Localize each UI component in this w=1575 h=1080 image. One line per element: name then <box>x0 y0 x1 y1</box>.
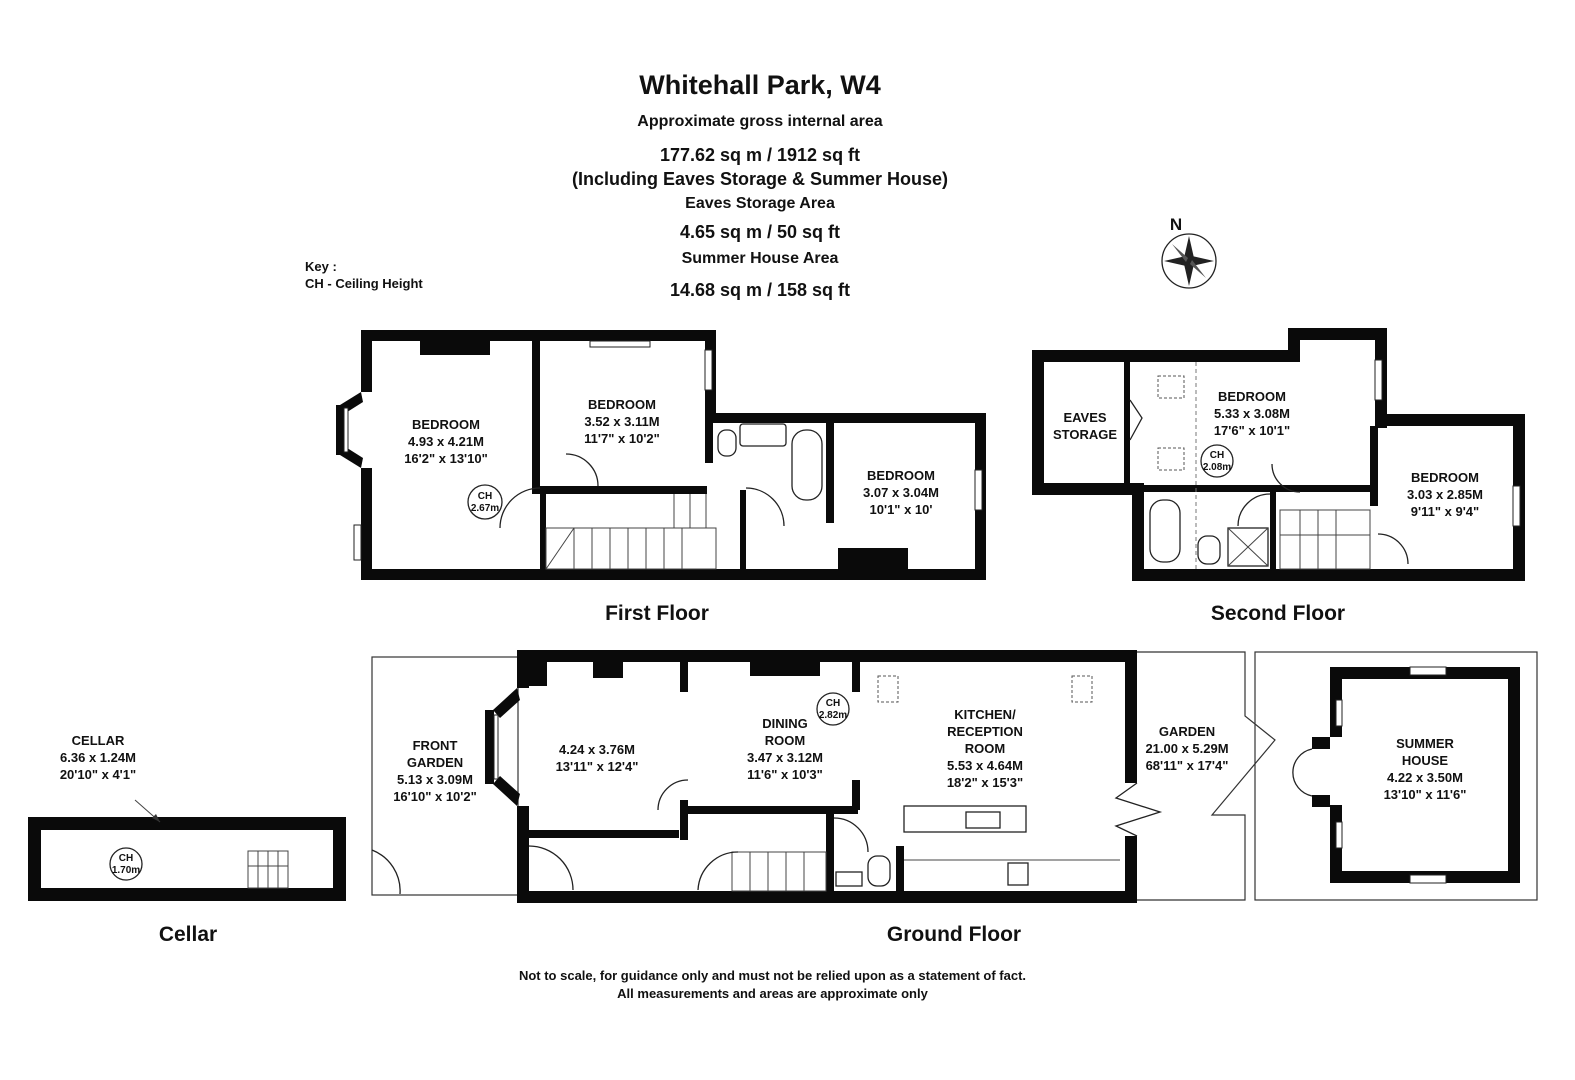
sf-eaves-name-1: EAVES <box>1063 410 1106 425</box>
summer-area-value: 14.68 sq m / 158 sq ft <box>669 280 851 300</box>
ground-floor-label: Ground Floor <box>887 923 1021 946</box>
sf-ch-label: CH <box>1210 450 1224 461</box>
gf-garden-imperial: 68'11" x 17'4" <box>1146 758 1229 773</box>
sf-bedroom-2-imperial: 9'11" x 9'4" <box>1411 504 1479 519</box>
gf-ch-value: 2.82m <box>819 710 847 721</box>
sf-bedroom-1-metric: 5.33 x 3.08M <box>1214 406 1290 421</box>
cellar-floor-label: Cellar <box>159 923 217 946</box>
gf-summer-imperial: 13'10" x 11'6" <box>1384 787 1467 802</box>
cellar-ch-label: CH <box>119 853 133 864</box>
cellar-ceiling-height-marker <box>109 847 143 881</box>
compass-north-label: N <box>1170 215 1182 234</box>
ff-ch-value: 2.67m <box>471 503 499 514</box>
compass-icon: N <box>1161 215 1217 289</box>
gf-garden-name: GARDEN <box>1159 724 1215 739</box>
gf-front-garden-name-2: GARDEN <box>407 755 463 770</box>
ff-bedroom-2-name: BEDROOM <box>588 397 656 412</box>
ff-bedroom-3-imperial: 10'1" x 10' <box>870 502 933 517</box>
second-floor-label: Second Floor <box>1211 602 1345 625</box>
gf-summer-name-1: SUMMER <box>1396 736 1454 751</box>
eaves-area-label: Eaves Storage Area <box>685 195 835 212</box>
cellar-metric: 6.36 x 1.24M <box>60 750 136 765</box>
gf-dining-metric: 3.47 x 3.12M <box>747 750 823 765</box>
gf-dining-imperial: 11'6" x 10'3" <box>747 767 823 782</box>
gf-kitchen-name-3: ROOM <box>965 741 1005 756</box>
gf-garden-metric: 21.00 x 5.29M <box>1145 741 1228 756</box>
second-floor-plan: EAVES STORAGE BEDROOM 5.33 x 3.08M 17'6"… <box>1032 328 1525 625</box>
key-title: Key : <box>305 259 337 274</box>
ff-ceiling-height-marker <box>467 484 503 520</box>
gf-dining-name-2: ROOM <box>765 733 805 748</box>
sf-bedroom-1-imperial: 17'6" x 10'1" <box>1214 423 1290 438</box>
gf-living-imperial: 13'11" x 12'4" <box>556 759 639 774</box>
sf-ch-value: 2.08m <box>1203 462 1231 473</box>
gross-area-value: 177.62 sq m / 1912 sq ft <box>659 145 861 165</box>
sf-eaves-name-2: STORAGE <box>1053 427 1117 442</box>
cellar-ch-value: 1.70m <box>112 865 140 876</box>
ff-bedroom-3-name: BEDROOM <box>867 468 935 483</box>
gf-ceiling-height-marker <box>816 692 850 726</box>
sf-bedroom-2-name: BEDROOM <box>1411 470 1479 485</box>
gross-area-label: Approximate gross internal area <box>637 113 883 130</box>
gross-area-note: (Including Eaves Storage & Summer House) <box>571 169 949 189</box>
gf-living-metric: 4.24 x 3.76M <box>559 742 635 757</box>
sf-ceiling-height-marker <box>1200 444 1234 478</box>
gf-kitchen-imperial: 18'2" x 15'3" <box>947 775 1023 790</box>
ff-bedroom-3-metric: 3.07 x 3.04M <box>863 485 939 500</box>
ff-ch-label: CH <box>478 491 492 502</box>
key-ceiling-height: CH - Ceiling Height <box>305 276 423 291</box>
disclaimer-line-1: Not to scale, for guidance only and must… <box>518 968 1027 983</box>
gf-dining-name-1: DINING <box>762 716 808 731</box>
summer-area-label: Summer House Area <box>681 250 839 267</box>
ff-bedroom-1-name: BEDROOM <box>412 417 480 432</box>
gf-ch-label: CH <box>826 698 840 709</box>
first-floor-label: First Floor <box>605 602 709 625</box>
ff-bedroom-2-imperial: 11'7" x 10'2" <box>584 431 660 446</box>
disclaimer-line-2: All measurements and areas are approxima… <box>617 986 928 1001</box>
first-floor-plan: BEDROOM 4.93 x 4.21M 16'2" x 13'10" BEDR… <box>336 330 986 625</box>
gf-front-garden-metric: 5.13 x 3.09M <box>397 772 473 787</box>
ff-bedroom-1-metric: 4.93 x 4.21M <box>408 434 484 449</box>
gf-front-garden-imperial: 16'10" x 10'2" <box>393 789 477 804</box>
gf-kitchen-name-1: KITCHEN/ <box>954 707 1016 722</box>
gf-summer-name-2: HOUSE <box>1402 753 1449 768</box>
gf-front-garden-name-1: FRONT <box>413 738 458 753</box>
gf-kitchen-name-2: RECEPTION <box>947 724 1023 739</box>
gf-summer-metric: 4.22 x 3.50M <box>1387 770 1463 785</box>
plan-title: Whitehall Park, W4 <box>639 70 881 100</box>
ground-floor-plan: FRONT GARDEN 5.13 x 3.09M 16'10" x 10'2"… <box>371 650 1538 946</box>
sf-bedroom-2-metric: 3.03 x 2.85M <box>1407 487 1483 502</box>
cellar-name: CELLAR <box>72 733 125 748</box>
gf-kitchen-metric: 5.53 x 4.64M <box>947 758 1023 773</box>
cellar-plan: CELLAR 6.36 x 1.24M 20'10" x 4'1" CH 1.7… <box>28 733 346 946</box>
cellar-imperial: 20'10" x 4'1" <box>60 767 136 782</box>
ff-bedroom-2-metric: 3.52 x 3.11M <box>584 414 659 429</box>
eaves-area-value: 4.65 sq m / 50 sq ft <box>679 222 841 242</box>
sf-bedroom-1-name: BEDROOM <box>1218 389 1286 404</box>
ff-bedroom-1-imperial: 16'2" x 13'10" <box>404 451 488 466</box>
